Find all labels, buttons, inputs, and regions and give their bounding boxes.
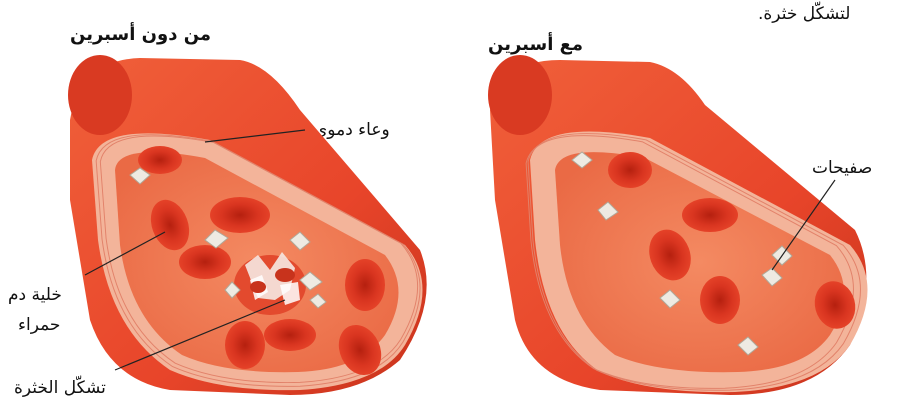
red-cell — [264, 319, 316, 351]
red-cell — [225, 321, 265, 369]
red-cell — [700, 276, 740, 324]
right-vessel — [488, 55, 868, 395]
right-vessel-back-rim — [488, 55, 552, 135]
left-vessel-back-rim — [68, 55, 132, 135]
red-cell — [345, 259, 385, 311]
red-cell — [138, 146, 182, 174]
red-cell — [210, 197, 270, 233]
red-cell — [682, 198, 738, 232]
red-cell — [179, 245, 231, 279]
red-cell — [608, 152, 652, 188]
